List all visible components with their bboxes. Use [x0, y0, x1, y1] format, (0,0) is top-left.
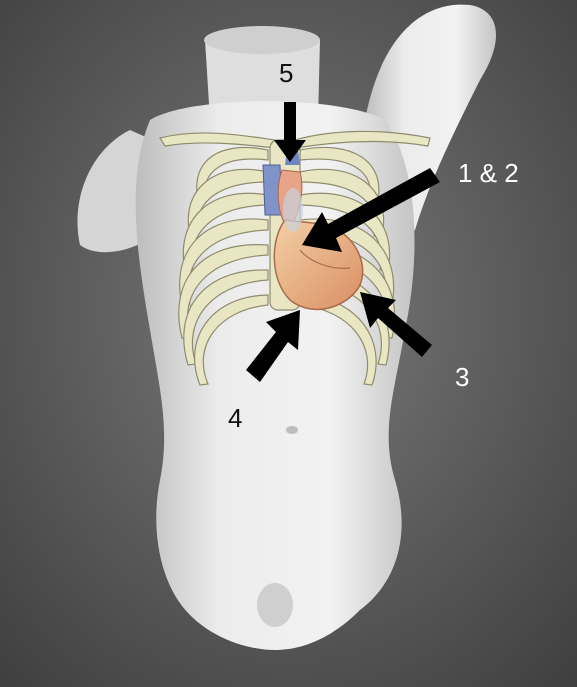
label-1-2: 1 & 2	[458, 160, 519, 186]
label-4: 4	[228, 405, 242, 431]
label-3: 3	[455, 364, 469, 390]
label-5: 5	[279, 60, 293, 86]
